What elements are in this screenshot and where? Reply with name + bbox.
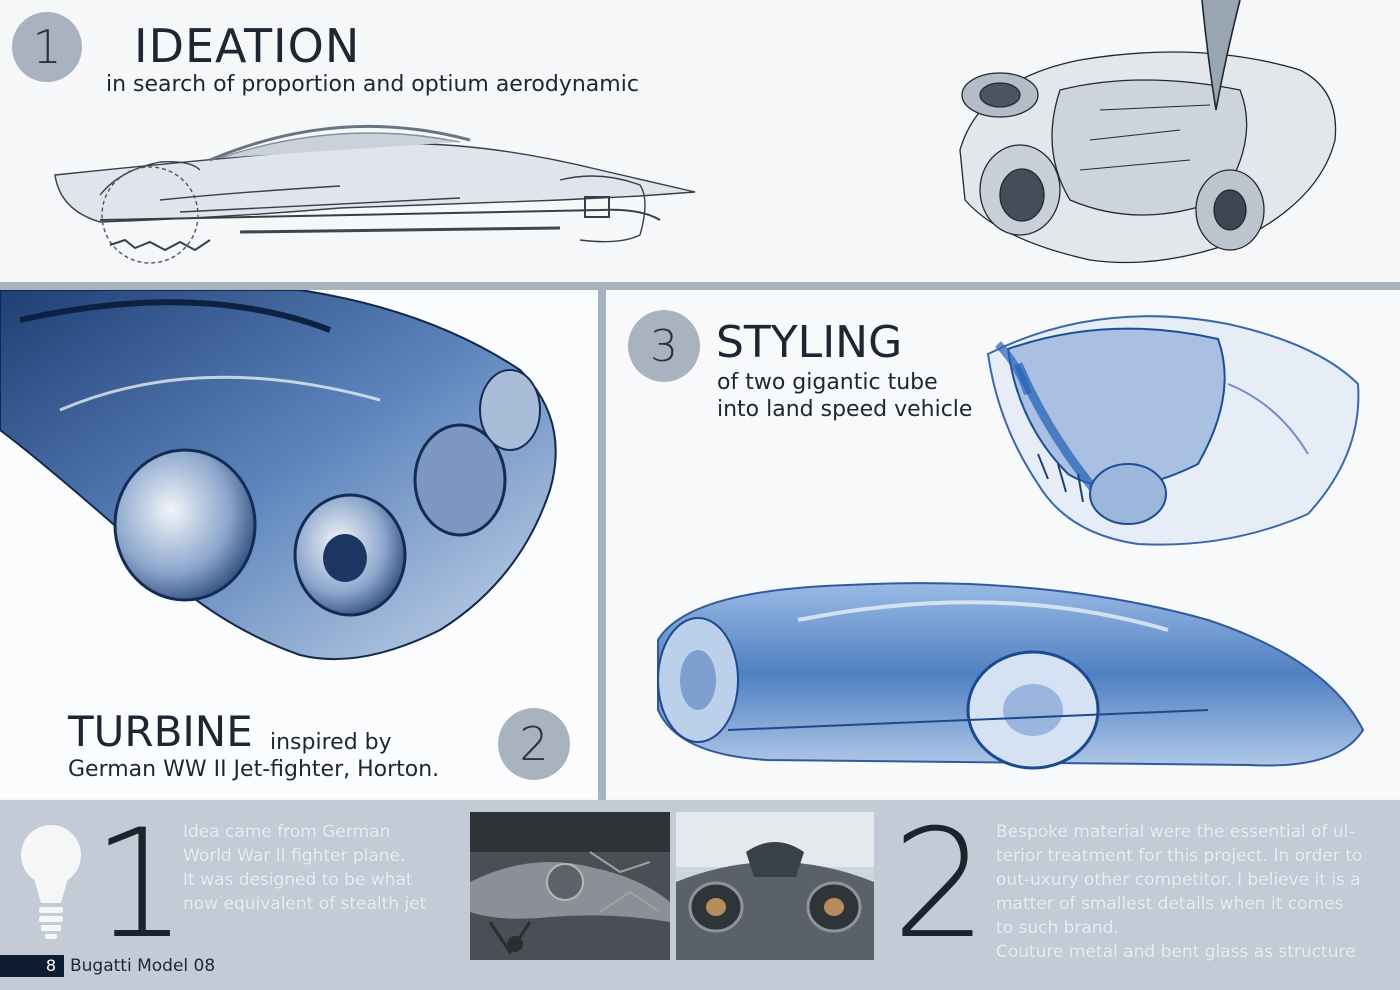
bottom-right-number: 2 — [892, 798, 988, 972]
bottom-right-line: matter of smallest details when it comes — [996, 894, 1344, 914]
ideation-side-sketch — [54, 124, 696, 264]
styling-top-sketch — [986, 315, 1360, 546]
turbine-subtitle: German WW II Jet-fighter, Horton. — [68, 757, 440, 782]
ideation-number-badge: 1 — [12, 12, 82, 82]
bottom-left-line: World War II fighter plane. — [183, 846, 406, 866]
divider-horizontal — [0, 282, 1400, 290]
ideation-title: IDEATION — [134, 19, 361, 73]
bottom-right-line: Bespoke material were the essential of u… — [996, 822, 1355, 842]
horton-jet-photo — [470, 812, 670, 960]
styling-number-badge: 3 — [628, 310, 700, 382]
styling-title: STYLING — [716, 317, 903, 368]
page-number: 8 — [0, 955, 64, 977]
styling-line-1: of two gigantic tube — [717, 370, 938, 395]
bottom-right-text: Bespoke material were the essential of u… — [996, 820, 1396, 964]
styling-line-2: into land speed vehicle — [717, 397, 973, 422]
bottom-left-text: Idea came from German World War II fight… — [183, 820, 463, 916]
ideation-subtitle: in search of proportion and optium aerod… — [106, 72, 639, 97]
bottom-right-line: Couture metal and bent glass as structur… — [996, 942, 1356, 962]
ideation-perspective-sketch — [959, 0, 1337, 264]
styling-side-sketch — [657, 582, 1365, 770]
divider-vertical — [598, 290, 606, 800]
bottom-left-number: 1 — [92, 798, 188, 972]
jet-intakes-photo — [676, 812, 874, 960]
bottom-right-line: to such brand. — [996, 918, 1119, 938]
bottom-right-line: terior treatment for this project. In or… — [996, 846, 1363, 866]
lightbulb-icon — [21, 825, 81, 939]
document-title: Bugatti Model 08 — [70, 956, 216, 976]
bottom-left-line: It was designed to be what — [183, 870, 413, 890]
bottom-left-line: now equivalent of stealth jet — [183, 894, 427, 914]
bottom-left-line: Idea came from German — [183, 822, 391, 842]
bottom-right-line: out-uxury other competitor. I believe it… — [996, 870, 1361, 890]
turbine-number-badge: 2 — [498, 708, 570, 780]
turbine-sketch — [0, 290, 557, 661]
turbine-title: TURBINE — [68, 707, 253, 756]
turbine-inline-text: inspired by — [270, 730, 392, 755]
